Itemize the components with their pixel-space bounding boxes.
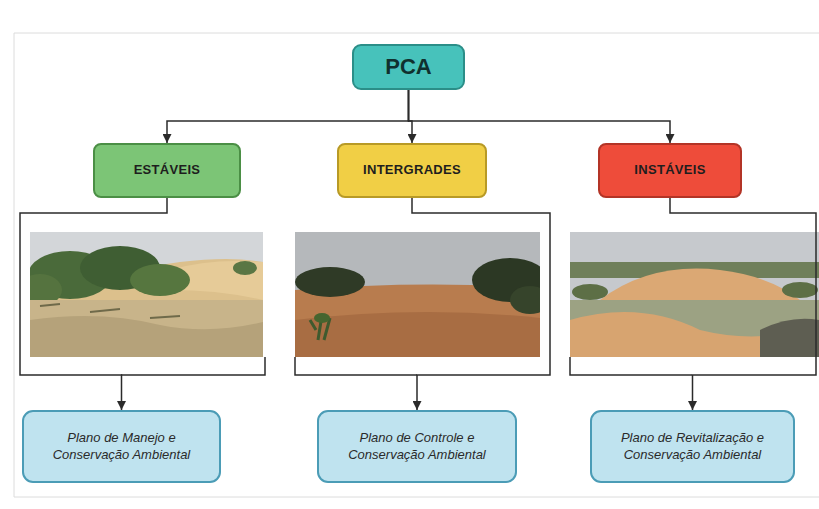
- connector-arrow: [412, 198, 550, 410]
- connector-arrow: [670, 198, 816, 410]
- root-box: PCA: [352, 44, 465, 90]
- connector-arrow: [20, 198, 167, 410]
- connector-arrow: [409, 90, 671, 143]
- page-frame: [14, 33, 819, 497]
- node-label: INTERGRADES: [363, 162, 461, 178]
- bracket-lines: [121, 357, 692, 375]
- node-label: Plano de Manejo e Conservação Ambiental: [39, 430, 204, 463]
- node-label: INSTÁVEIS: [634, 162, 705, 178]
- category-box: INSTÁVEIS: [598, 143, 742, 198]
- connector-arrow: [167, 90, 409, 143]
- photo-intergrade-dunes: [295, 232, 540, 357]
- plan-box: Plano de Manejo e Conservação Ambiental: [22, 410, 221, 483]
- category-box: INTERGRADES: [337, 143, 487, 198]
- node-label: Plano de Controle e Conservação Ambienta…: [335, 430, 500, 463]
- category-box: ESTÁVEIS: [93, 143, 241, 198]
- node-label: PCA: [385, 53, 431, 81]
- photo-unstable-dunes: [570, 232, 819, 357]
- plan-box: Plano de Controle e Conservação Ambienta…: [317, 410, 517, 483]
- node-label: ESTÁVEIS: [134, 162, 201, 178]
- node-label: Plano de Revitalização e Conservação Amb…: [610, 430, 775, 463]
- photo-stable-dunes: [30, 232, 263, 357]
- plan-box: Plano de Revitalização e Conservação Amb…: [590, 410, 795, 483]
